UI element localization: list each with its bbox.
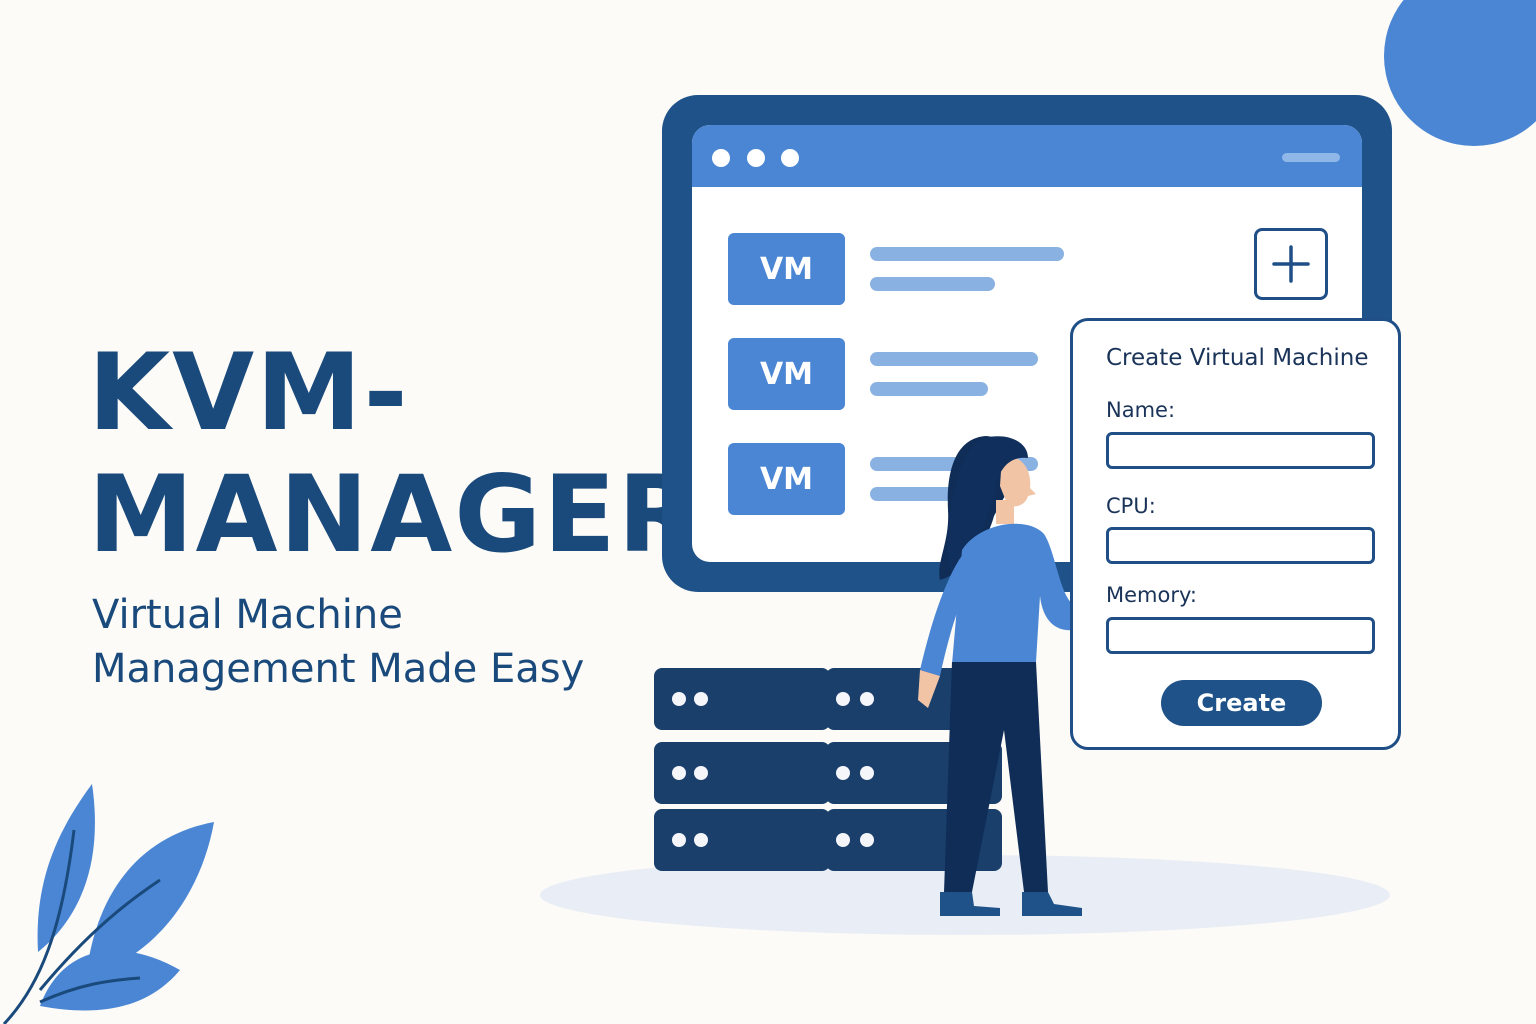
vm-text-line <box>870 352 1038 366</box>
vm-text-line <box>870 247 1064 261</box>
server-icon <box>654 809 830 871</box>
server-icon <box>654 742 830 804</box>
hero-title-line1: KVM- <box>88 331 410 454</box>
plus-icon <box>1272 245 1310 283</box>
server-led <box>836 766 850 780</box>
hero-subtitle-line1: Virtual Machine <box>92 592 403 638</box>
decorative-circle <box>1384 0 1536 146</box>
hero-title-line2: MANAGER <box>88 453 702 576</box>
vm-badge[interactable]: VM <box>728 233 845 305</box>
cpu-input[interactable] <box>1106 527 1375 564</box>
server-led <box>694 833 708 847</box>
name-input[interactable] <box>1106 432 1375 469</box>
memory-label: Memory: <box>1106 583 1197 607</box>
memory-input[interactable] <box>1106 617 1375 654</box>
create-button[interactable]: Create <box>1161 680 1322 726</box>
leaf-icon <box>2 784 214 1024</box>
server-led <box>860 766 874 780</box>
server-led <box>860 833 874 847</box>
vm-list-item[interactable]: VM <box>728 338 1088 410</box>
cpu-label: CPU: <box>1106 494 1156 518</box>
title-bar-pill <box>1282 153 1340 162</box>
window-dot-icon[interactable] <box>781 149 799 167</box>
window-dot-icon[interactable] <box>747 149 765 167</box>
vm-text-line <box>870 277 995 291</box>
vm-list-item[interactable]: VM <box>728 443 1088 515</box>
hero-subtitle-line2: Management Made Easy <box>92 646 585 692</box>
server-icon <box>654 668 830 730</box>
dialog-title: Create Virtual Machine <box>1106 345 1369 371</box>
server-led <box>672 766 686 780</box>
server-led <box>860 692 874 706</box>
server-led <box>672 692 686 706</box>
server-led <box>694 766 708 780</box>
server-led <box>672 833 686 847</box>
add-vm-button[interactable] <box>1254 228 1328 300</box>
server-led <box>836 692 850 706</box>
window-dot-icon[interactable] <box>712 149 730 167</box>
server-led <box>694 692 708 706</box>
server-led <box>836 833 850 847</box>
hero-title: KVM- MANAGER <box>88 331 702 576</box>
create-vm-dialog: Create Virtual Machine Name: CPU: Memory… <box>1070 318 1401 750</box>
browser-title-bar <box>692 125 1362 187</box>
vm-badge[interactable]: VM <box>728 443 845 515</box>
hero-subtitle: Virtual Machine Management Made Easy <box>92 588 652 696</box>
vm-list-item[interactable]: VM <box>728 233 1088 305</box>
vm-badge[interactable]: VM <box>728 338 845 410</box>
vm-text-line <box>870 382 988 396</box>
name-label: Name: <box>1106 398 1176 422</box>
